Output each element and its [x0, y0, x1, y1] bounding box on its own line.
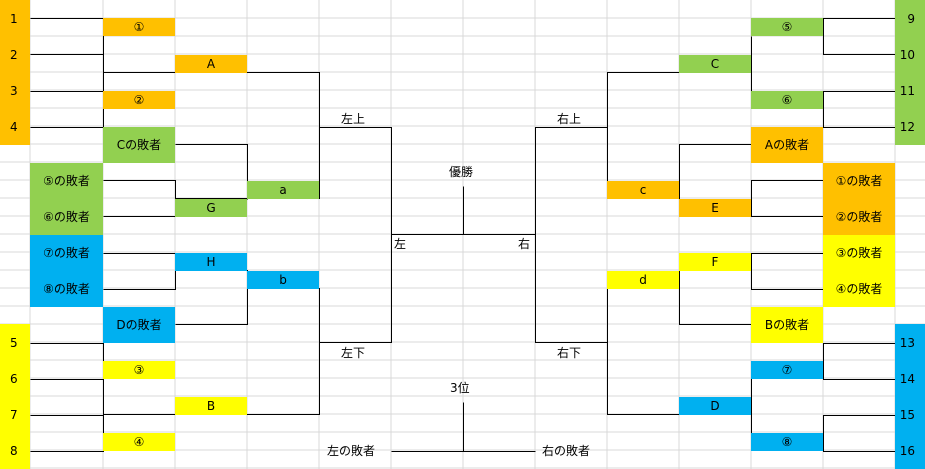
loser-match-6: ⑥の敗者: [30, 199, 103, 235]
match-1: ①: [103, 18, 175, 36]
match-b-upper: B: [175, 397, 247, 415]
seed-15: 15: [895, 397, 925, 433]
match-b-lower: b: [247, 271, 319, 289]
loser-a: Aの敗者: [751, 127, 823, 163]
bracket-line: [751, 180, 824, 217]
seed-7: 7: [0, 397, 30, 433]
bracket-line: [30, 91, 104, 128]
bracket-line: [823, 343, 896, 380]
label-champion: 優勝: [449, 165, 474, 179]
label-right-loser: 右の敗者: [542, 444, 591, 458]
label-left: 左: [394, 237, 407, 251]
bracket-line: [823, 415, 896, 452]
seed-11: 11: [895, 73, 925, 109]
bracket-line: [679, 270, 752, 325]
match-c-upper: C: [679, 55, 751, 73]
match-6: ⑥: [751, 91, 823, 109]
bracket-line: [751, 253, 824, 290]
match-5: ⑤: [751, 18, 823, 36]
seed-8: 8: [0, 433, 30, 469]
bracket-line: [823, 91, 896, 128]
loser-match-2: ②の敗者: [823, 199, 895, 235]
bracket-line: [319, 127, 392, 343]
loser-match-1: ①の敗者: [823, 163, 895, 199]
seed-10: 10: [895, 37, 925, 73]
match-8: ⑧: [751, 433, 823, 451]
label-right: 右: [518, 237, 531, 251]
seed-14: 14: [895, 361, 925, 397]
match-3: ③: [103, 361, 175, 379]
match-7: ⑦: [751, 361, 823, 379]
seed-3: 3: [0, 73, 30, 109]
seed-13: 13: [895, 324, 925, 361]
loser-match-5: ⑤の敗者: [30, 163, 103, 199]
label-right-lower: 右下: [557, 346, 582, 360]
seed-4: 4: [0, 109, 30, 145]
seed-6: 6: [0, 361, 30, 397]
bracket-line: [175, 270, 248, 325]
match-a-lower: a: [247, 181, 319, 199]
match-g: G: [175, 199, 247, 217]
match-4: ④: [103, 433, 175, 451]
bracket-line: [103, 253, 176, 290]
seed-2: 2: [0, 37, 30, 73]
match-c-lower: c: [607, 181, 679, 199]
match-e: E: [679, 199, 751, 217]
loser-d: Dの敗者: [103, 307, 175, 343]
bracket-line: [607, 72, 680, 199]
bracket-line: [30, 18, 104, 55]
label-left-lower: 左下: [341, 346, 366, 360]
label-left-loser: 左の敗者: [327, 444, 376, 458]
loser-c: Cの敗者: [103, 127, 175, 163]
match-2: ②: [103, 91, 175, 109]
seed-5: 5: [0, 324, 30, 361]
loser-match-7: ⑦の敗者: [30, 235, 103, 271]
seed-9: 9: [895, 0, 925, 37]
loser-match-4: ④の敗者: [823, 271, 895, 307]
bracket-line: [823, 18, 896, 55]
seed-16: 16: [895, 433, 925, 469]
label-right-upper: 右上: [557, 112, 582, 126]
match-d-lower: d: [607, 271, 679, 289]
match-f: F: [679, 253, 751, 271]
bracket-line: [607, 288, 680, 415]
bracket-line: [103, 180, 176, 217]
loser-b: Bの敗者: [751, 307, 823, 343]
bracket-line: [30, 343, 104, 380]
match-a-upper: A: [175, 55, 247, 73]
loser-match-3: ③の敗者: [823, 235, 895, 271]
bracket-line: [175, 144, 248, 200]
bracket-line: [535, 127, 608, 343]
label-third-place: 3位: [450, 381, 470, 395]
bracket-line: [30, 415, 104, 452]
label-left-upper: 左上: [341, 112, 366, 126]
match-h: H: [175, 253, 247, 271]
loser-match-8: ⑧の敗者: [30, 271, 103, 307]
match-d-upper: D: [679, 397, 751, 415]
seed-12: 12: [895, 109, 925, 145]
seed-1: 1: [0, 0, 30, 37]
